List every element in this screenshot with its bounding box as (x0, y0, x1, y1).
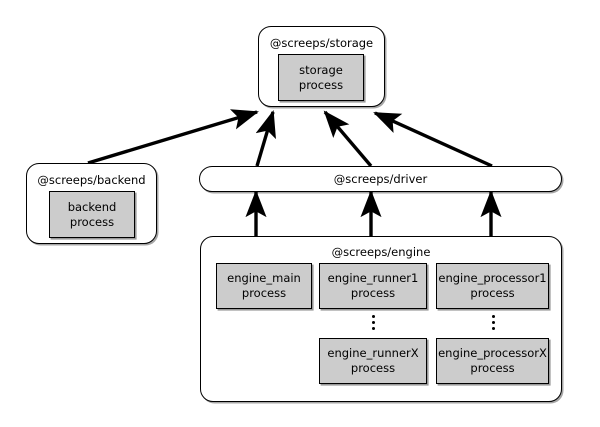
process-engine-processor1-line1: engine_processor1 (438, 271, 547, 285)
process-engine-processorX-line1: engine_processorX (438, 346, 547, 360)
process-backend[interactable]: backend process (49, 191, 135, 238)
process-engine-processor1[interactable]: engine_processor1 process (436, 263, 549, 309)
process-backend-line1: backend (67, 199, 117, 214)
process-engine-main-line1: engine_main (227, 271, 301, 285)
vertical-ellipsis-icon-runner (366, 315, 380, 330)
package-driver[interactable]: @screeps/driver (199, 166, 562, 192)
process-engine-runner1-line2: process (350, 286, 396, 300)
arrow-driver-to-storage-left (255, 110, 276, 167)
package-driver-label: @screeps/driver (333, 171, 428, 186)
process-storage-line1: storage (299, 62, 343, 77)
package-engine-label: @screeps/engine (331, 245, 431, 259)
package-backend-label: @screeps/backend (37, 173, 146, 187)
vertical-ellipsis-icon-processor (486, 315, 500, 330)
arrow-driver-to-storage-middle (323, 110, 373, 168)
arrow-driver-to-storage-right (373, 111, 493, 168)
package-storage[interactable]: @screeps/storage storage process (258, 26, 385, 107)
process-storage-line2: process (298, 77, 344, 92)
process-engine-processor1-line2: process (470, 286, 515, 300)
process-backend-line2: process (69, 214, 115, 229)
package-backend[interactable]: @screeps/backend backend process (26, 163, 157, 244)
arrow-backend-to-storage (87, 109, 259, 165)
process-engine-main[interactable]: engine_main process (216, 263, 312, 309)
process-engine-runnerX-line2: process (350, 361, 396, 375)
package-storage-label: @screeps/storage (269, 36, 374, 50)
package-engine[interactable]: @screeps/engine engine_main process engi… (200, 236, 562, 402)
process-engine-processorX-line2: process (470, 361, 515, 375)
process-engine-runnerX-line1: engine_runnerX (327, 346, 419, 360)
process-engine-processorX[interactable]: engine_processorX process (436, 338, 549, 384)
process-engine-runner1[interactable]: engine_runner1 process (319, 263, 427, 309)
process-engine-main-line2: process (241, 286, 287, 300)
process-engine-runnerX[interactable]: engine_runnerX process (319, 338, 427, 384)
process-storage[interactable]: storage process (278, 54, 364, 101)
process-engine-runner1-line1: engine_runner1 (327, 271, 419, 285)
